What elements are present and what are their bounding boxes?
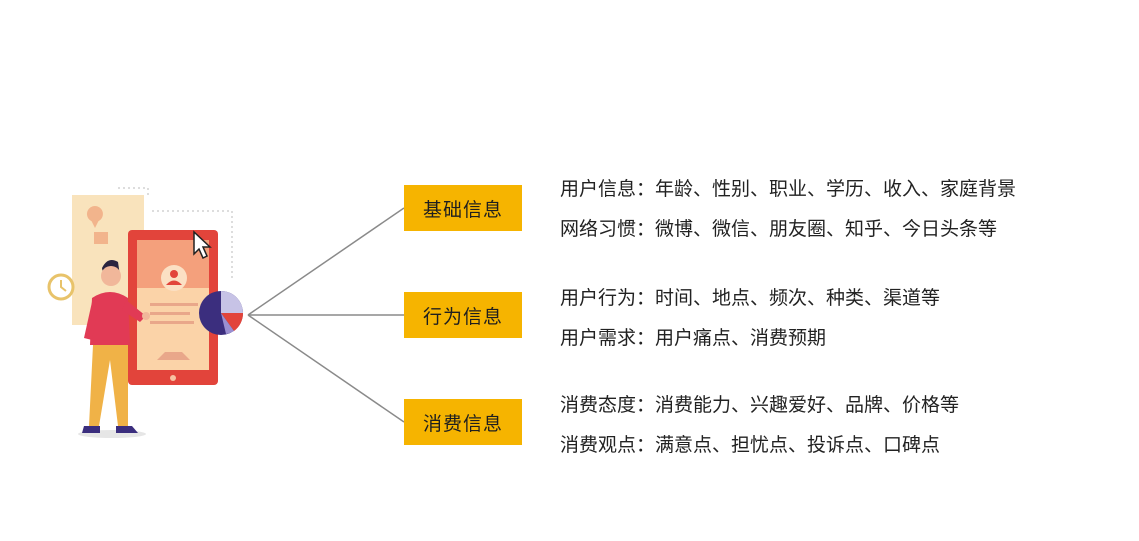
detail-network-habits: 网络习惯：微博、微信、朋友圈、知乎、今日头条等	[560, 218, 998, 240]
detail-user-needs: 用户需求：用户痛点、消费预期	[560, 327, 827, 349]
detail-consumption-attitude: 消费态度：消费能力、兴趣爱好、品牌、价格等	[560, 394, 960, 416]
connector-line-consumption	[247, 314, 405, 423]
category-consumption-info: 消费信息	[404, 399, 522, 445]
connector-line-basic	[247, 207, 405, 316]
detail-consumption-views: 消费观点：满意点、担忧点、投诉点、口碑点	[560, 434, 941, 456]
category-behavior-info: 行为信息	[404, 292, 522, 338]
detail-user-behavior: 用户行为：时间、地点、频次、种类、渠道等	[560, 287, 941, 309]
category-basic-info: 基础信息	[404, 185, 522, 231]
detail-user-info: 用户信息：年龄、性别、职业、学历、收入、家庭背景	[560, 178, 1017, 200]
